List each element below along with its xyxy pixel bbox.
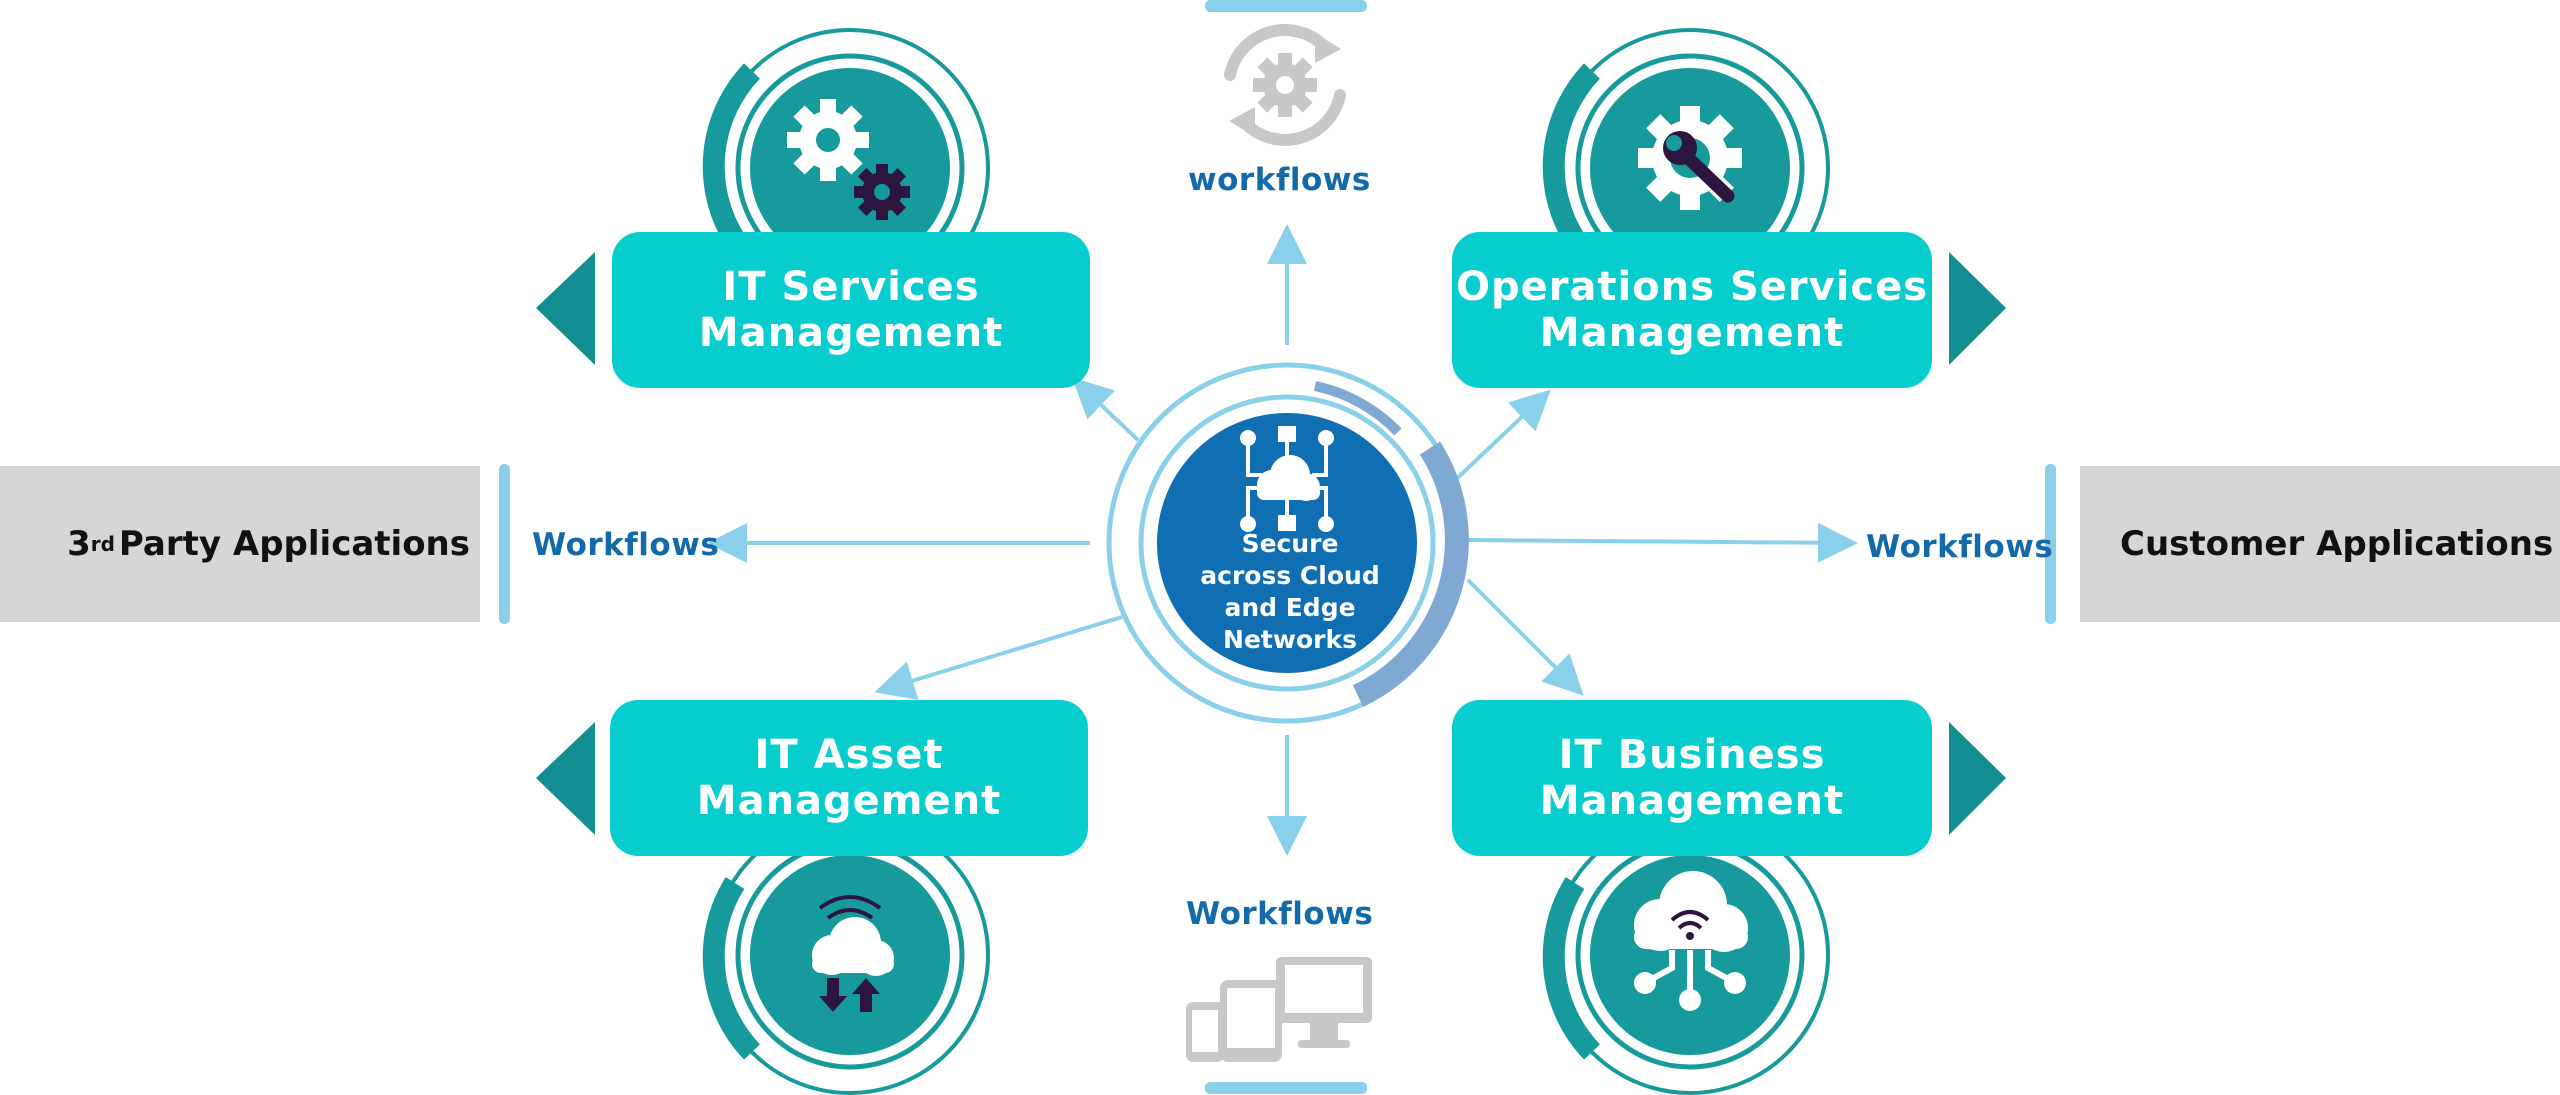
arrow-to-it-business (1466, 578, 1584, 696)
top-accent-bar (1205, 0, 1367, 12)
cloud-wifi-transfer-icon (812, 895, 894, 1012)
it-asset-title-line1: IT Asset (754, 732, 944, 778)
center-text-line1: Secure (1241, 529, 1339, 558)
right-panel-bg (2080, 466, 2560, 622)
operations-services-box: Operations Services Management (1452, 232, 1932, 388)
operations-services-side-arrow (1949, 252, 2006, 365)
it-business-box: IT Business Management (1452, 700, 1932, 856)
bottom-accent-bar (1205, 1082, 1367, 1094)
it-business-title-line2: Management (1539, 778, 1845, 824)
right-divider-bar (2045, 464, 2056, 624)
it-business-title-line1: IT Business (1558, 732, 1826, 778)
center-text-line4: Networks (1223, 625, 1357, 654)
connector-arrows (707, 224, 1858, 856)
arrow-to-it-asset (874, 615, 1123, 700)
workflows-label-right: Workflows (1866, 529, 2054, 565)
gear-sync-icon (1224, 24, 1346, 146)
customer-applications-panel: Customer Applications (2080, 466, 2560, 622)
third-party-label-prefix: 3 (67, 524, 91, 564)
workflows-label-top: workflows (1188, 162, 1371, 198)
center-text-line3: and Edge (1224, 593, 1356, 622)
devices-icon (1186, 957, 1372, 1062)
workflows-label-left: Workflows (532, 527, 720, 563)
arrow-to-operations-services (1448, 389, 1551, 487)
it-asset-title-line2: Management (696, 778, 1002, 824)
workflows-label-bottom: Workflows (1186, 896, 1374, 932)
cloud-wifi-network-icon (1634, 871, 1748, 1011)
it-services-side-arrow (536, 252, 595, 365)
customer-applications-label: Customer Applications (2120, 524, 2554, 564)
third-party-label-rest: Party Applications (118, 524, 470, 564)
it-asset-box: IT Asset Management (610, 700, 1088, 856)
arrow-to-right-workflows (1467, 522, 1858, 563)
it-asset-side-arrow (536, 722, 595, 835)
center-text-line2: across Cloud (1200, 561, 1380, 590)
third-party-label-sup: rd (90, 532, 115, 556)
operations-services-title-line1: Operations Services (1455, 264, 1929, 310)
cloud-network-icon (1240, 426, 1334, 532)
it-services-title-line1: IT Services (722, 264, 980, 310)
left-divider-bar (499, 464, 510, 624)
arrow-to-it-services (1072, 377, 1140, 442)
it-services-title-line2: Management (698, 310, 1004, 356)
left-panel-bg (0, 466, 480, 622)
center-hub (1106, 362, 1469, 724)
center-hub-text: Secure across Cloud and Edge Networks (1150, 528, 1430, 656)
it-services-box: IT Services Management (612, 232, 1090, 388)
operations-services-title-line2: Management (1539, 310, 1845, 356)
gear-wrench-icon (1638, 106, 1742, 210)
it-business-side-arrow (1949, 722, 2006, 835)
